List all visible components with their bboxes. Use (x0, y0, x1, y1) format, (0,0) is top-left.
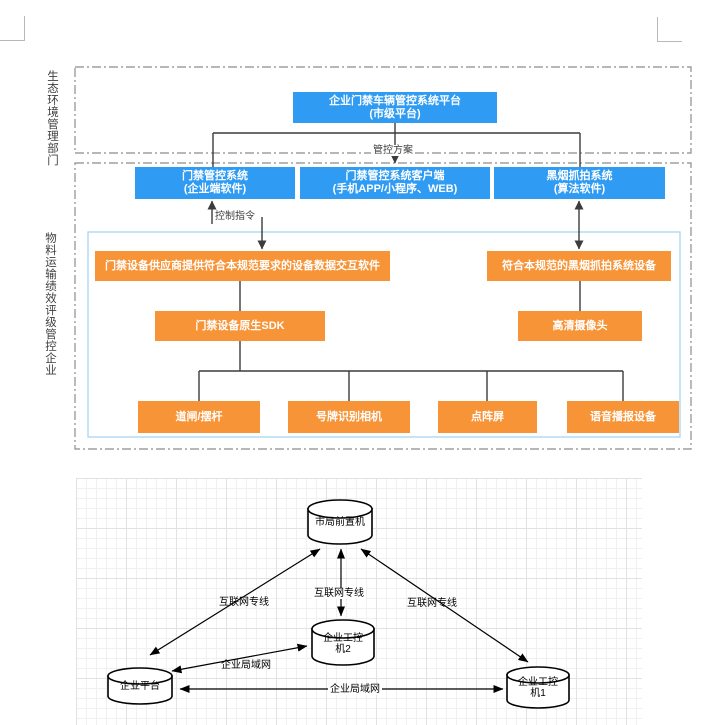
internet-line-center-label: 互联网专线 (312, 588, 366, 599)
hd-camera-label: 高清摄像头 (552, 319, 608, 332)
control-command-label: 控制指令 (215, 211, 255, 222)
enterprise-platform-cylinder (107, 667, 173, 705)
device-dot-matrix-label: 点阵屏 (471, 410, 504, 423)
page-margin-mark-left (0, 16, 25, 41)
enterprise-ipc2-line1: 企业工控 (323, 633, 363, 644)
smoke-capture-line1: 黑烟抓拍系统 (546, 170, 613, 182)
device-plate-camera-label: 号牌识别相机 (316, 410, 382, 423)
enterprise-ipc2-label: 企业工控 机2 (298, 633, 388, 655)
flow-label-plan: 管控方案 (371, 145, 415, 156)
enterprise-ipc2-line2: 机2 (335, 644, 351, 655)
city-frontend-label: 市局前置机 (315, 517, 365, 528)
platform-box-line1: 企业门禁车辆管控系统平台 (329, 94, 461, 107)
device-voice-box: 语音播报设备 (567, 401, 679, 433)
lan-diagonal-label: 企业局域网 (221, 660, 271, 671)
enterprise-ipc1-line1: 企业工控 (518, 677, 558, 688)
equipment-container-frame (87, 231, 681, 438)
smoke-capture-system-box: 黑烟抓拍系统 (算法软件) (494, 167, 665, 199)
section2-side-label: 物料运输绩效评级管控企业 (44, 232, 56, 376)
network-connectors (149, 548, 529, 693)
smoke-device-box: 符合本规范的黑烟抓拍系统设备 (487, 251, 671, 281)
device-barrier-label: 道闸/摆杆 (175, 410, 223, 423)
device-plate-camera-box: 号牌识别相机 (288, 401, 410, 433)
internet-line-right-label: 互联网专线 (407, 598, 457, 609)
access-control-system-line1: 门禁管控系统 (182, 170, 248, 182)
smoke-device-label: 符合本规范的黑烟抓拍系统设备 (502, 259, 656, 272)
enterprise-ipc1-label: 企业工控 机1 (493, 677, 583, 699)
city-frontend-cylinder (307, 499, 373, 545)
client-app-line2: (手机APP/小程序、WEB) (332, 183, 458, 195)
supplier-software-box: 门禁设备供应商提供符合本规范要求的设备数据交互软件 (95, 251, 390, 281)
flowchart-connectors (198, 123, 624, 401)
smoke-capture-line2: (算法软件) (553, 183, 606, 195)
platform-box: 企业门禁车辆管控系统平台 (市级平台) (293, 92, 497, 123)
sdk-box: 门禁设备原生SDK (155, 311, 325, 341)
client-app-line1: 门禁管控系统客户端 (345, 170, 445, 182)
client-app-box: 门禁管控系统客户端 (手机APP/小程序、WEB) (300, 167, 490, 199)
platform-box-line2: (市级平台) (369, 107, 421, 120)
hd-camera-box: 高清摄像头 (518, 311, 642, 341)
section2-frame (74, 162, 692, 450)
page-margin-mark-right (657, 17, 682, 42)
internet-line-left-label: 互联网专线 (219, 597, 269, 608)
enterprise-platform-label: 企业平台 (120, 681, 160, 692)
access-control-system-box: 门禁管控系统 (企业端软件) (135, 167, 295, 199)
enterprise-ipc2-cylinder (311, 619, 375, 666)
device-dot-matrix-box: 点阵屏 (438, 401, 537, 433)
supplier-software-label: 门禁设备供应商提供符合本规范要求的设备数据交互软件 (105, 259, 380, 272)
section1-side-label: 生态环境管理部门 (46, 70, 58, 166)
enterprise-ipc1-line2: 机1 (530, 688, 546, 699)
lan-horizontal-label: 企业局域网 (328, 684, 382, 695)
device-voice-label: 语音播报设备 (590, 410, 656, 423)
sdk-label: 门禁设备原生SDK (195, 319, 285, 332)
access-control-system-line2: (企业端软件) (183, 183, 247, 195)
device-barrier-box: 道闸/摆杆 (138, 401, 260, 433)
enterprise-ipc1-cylinder (506, 666, 570, 709)
